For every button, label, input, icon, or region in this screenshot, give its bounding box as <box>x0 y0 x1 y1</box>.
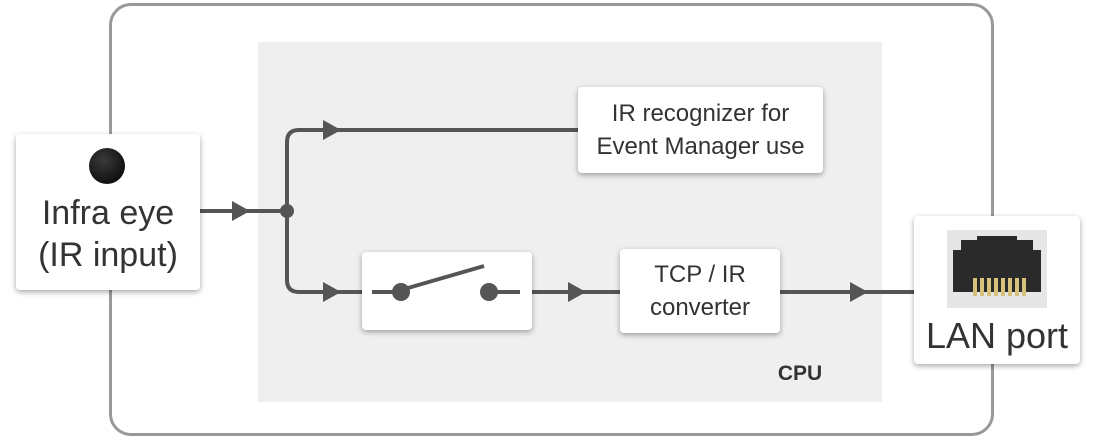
arrowhead-lan <box>850 282 868 302</box>
ir-eye-icon <box>89 148 125 184</box>
ir-recognizer-label-line2: Event Manager use <box>596 133 805 160</box>
arrowhead-recognizer <box>323 120 341 140</box>
tcp-ir-converter-block: TCP / IR converter <box>620 249 780 333</box>
switch-block <box>362 252 532 330</box>
recognizer-branch-line <box>285 128 578 211</box>
converter-label-line2: converter <box>649 294 751 321</box>
cpu-label: CPU <box>777 362 823 385</box>
lan-port-label: LAN port <box>925 315 1069 356</box>
junction-dot <box>280 204 294 218</box>
arrowhead-switch <box>323 282 341 302</box>
ir-input-label: Infra eye (IR input) <box>16 192 200 276</box>
ir-input-label-line2: (IR input) <box>38 236 178 274</box>
ir-recognizer-block: IR recognizer for Event Manager use <box>578 87 823 173</box>
ir-input-label-line1: Infra eye <box>41 194 175 232</box>
converter-label-line1: TCP / IR <box>654 261 746 288</box>
switch-branch-line <box>285 211 362 294</box>
switch-icon <box>372 264 520 301</box>
ir-recognizer-label-line1: IR recognizer for <box>611 100 790 127</box>
arrowhead-input <box>232 201 250 221</box>
rj45-port-icon <box>947 230 1047 308</box>
arrowhead-converter <box>568 282 586 302</box>
